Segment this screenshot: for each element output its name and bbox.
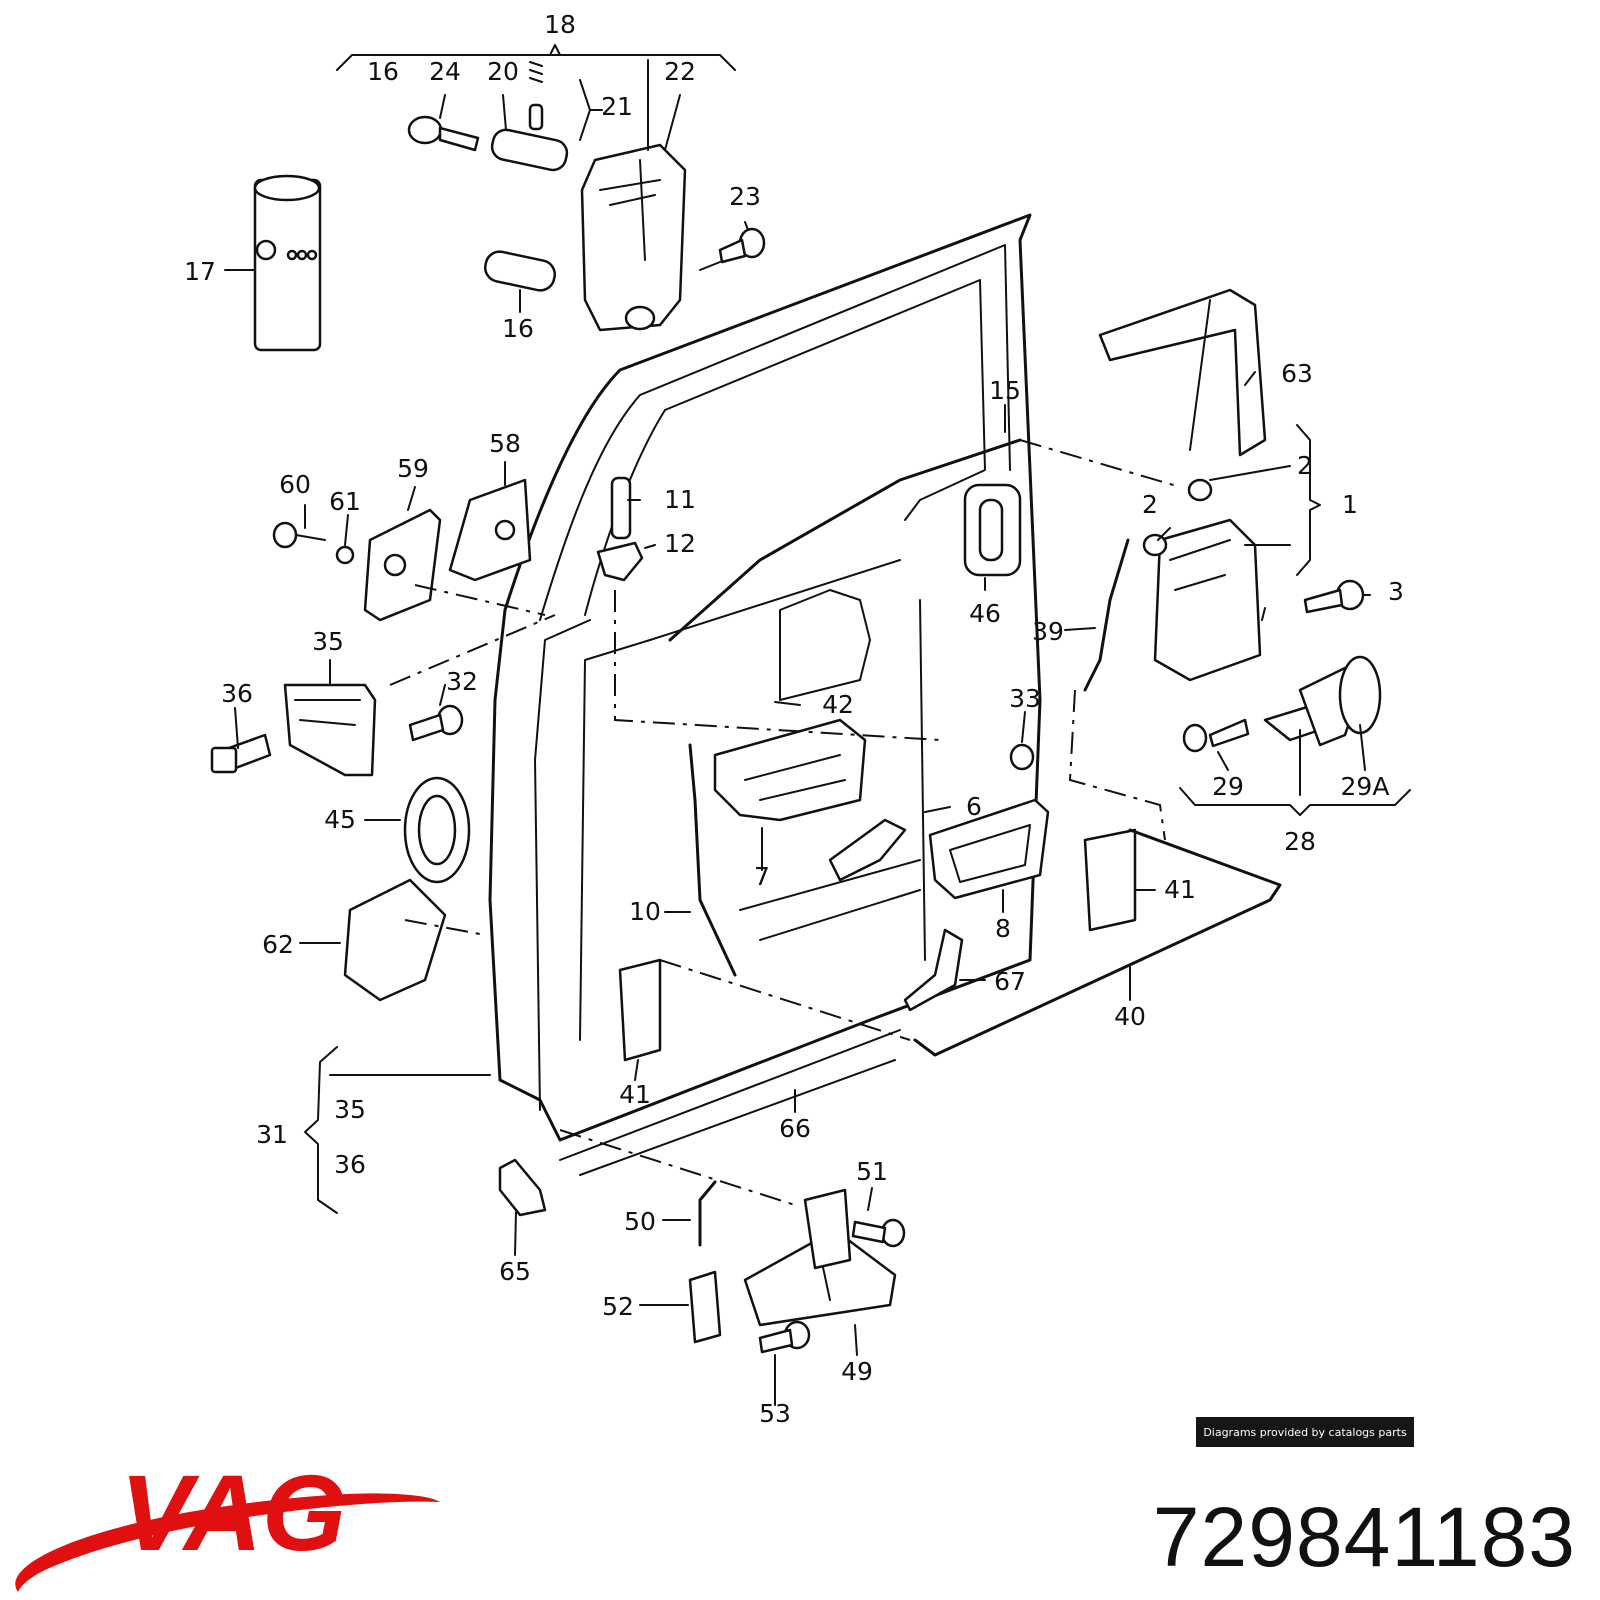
callout-label: 2: [1297, 451, 1313, 480]
callout-label: 59: [397, 454, 429, 483]
callout-label: 16: [502, 314, 534, 343]
callout-label: 12: [664, 529, 696, 558]
callout-label: 32: [446, 667, 478, 696]
callout-label: 23: [729, 182, 761, 211]
callout-label: 58: [489, 429, 521, 458]
callout-label: 35: [334, 1095, 366, 1124]
callout-label: 65: [499, 1257, 531, 1286]
callout-label: 17: [184, 257, 216, 286]
callout-label: 67: [994, 967, 1026, 996]
callout-label: 53: [759, 1399, 791, 1428]
callout-label: 60: [279, 470, 311, 499]
callout-label: 6: [966, 792, 982, 821]
callout-label: 61: [329, 487, 361, 516]
callout-label: 8: [995, 914, 1011, 943]
callout-label: 7: [754, 862, 770, 891]
logo-swoosh: [15, 1493, 441, 1592]
part-number: 729841183: [1152, 1490, 1576, 1584]
callout-label: 31: [256, 1120, 288, 1149]
callout-label: 21: [601, 92, 633, 121]
callout-label: 45: [324, 805, 356, 834]
callout-label: 36: [334, 1150, 366, 1179]
diagram-credit-badge: Diagrams provided by catalogs parts: [1196, 1417, 1414, 1447]
callout-leader-lines: [224, 44, 1411, 1406]
callout-label: 41: [619, 1080, 651, 1109]
callout-label: 28: [1284, 827, 1316, 856]
callout-label: 40: [1114, 1002, 1146, 1031]
callout-label: 24: [429, 57, 461, 86]
callout-label: 63: [1281, 359, 1313, 388]
callout-label: 33: [1009, 684, 1041, 713]
callout-label: 2: [1142, 490, 1158, 519]
callout-label: 1: [1342, 490, 1358, 519]
callout-label: 50: [624, 1207, 656, 1236]
callout-label: 66: [779, 1114, 811, 1143]
callout-label: 15: [989, 376, 1021, 405]
vag-logo: VAG: [15, 1452, 441, 1592]
callout-label: 16: [367, 57, 399, 86]
logo-wordmark: VAG: [120, 1452, 346, 1573]
callout-label: 22: [664, 57, 696, 86]
callout-label: 18: [544, 10, 576, 39]
callout-label: 52: [602, 1292, 634, 1321]
callout-label: 29: [1212, 772, 1244, 801]
callout-label: 46: [969, 599, 1001, 628]
callout-label: 36: [221, 679, 253, 708]
callout-label: 42: [822, 690, 854, 719]
callout-label: 29A: [1341, 772, 1390, 801]
callout-labels: 1 2 2 3 6 7 8 10 11 12 15 16 16 17 18 20…: [184, 10, 1404, 1428]
callout-label: 11: [664, 485, 696, 514]
callout-label: 20: [487, 57, 519, 86]
callout-label: 10: [629, 897, 661, 926]
callout-label: 49: [841, 1357, 873, 1386]
parts-drawing: [210, 61, 1382, 1354]
callout-label: 41: [1164, 875, 1196, 904]
callout-label: 35: [312, 627, 344, 656]
callout-label: 39: [1032, 617, 1064, 646]
callout-label: 62: [262, 930, 294, 959]
callout-label: 51: [856, 1157, 888, 1186]
callout-label: 3: [1388, 577, 1404, 606]
